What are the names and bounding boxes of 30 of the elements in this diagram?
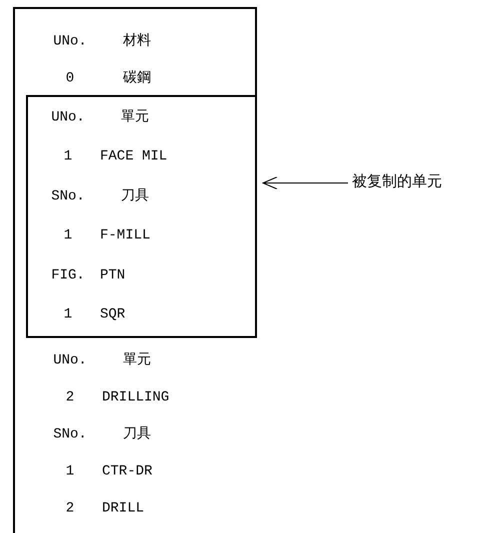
field-value: 單元 [121, 108, 149, 128]
field-value: 碳鋼 [123, 69, 151, 88]
field-label: 1 [62, 226, 74, 246]
field-label: 1 [64, 462, 76, 481]
selection-box [26, 95, 257, 338]
field-value: 刀具 [123, 425, 151, 444]
field-label: SNo. [50, 187, 86, 206]
field-value: PTN [100, 266, 126, 286]
field-value: DRILL [102, 499, 144, 518]
field-label: 0 [64, 69, 76, 88]
field-label: UNo. [52, 32, 88, 51]
field-value: 刀具 [121, 187, 149, 206]
field-label: FIG. [50, 266, 86, 286]
field-label: 1 [62, 148, 74, 167]
field-value: CTR-DR [102, 462, 152, 481]
field-label: 1 [62, 306, 74, 325]
arrow [262, 176, 348, 190]
field-value: 單元 [123, 351, 151, 370]
screen-panel [13, 7, 257, 533]
callout-text: 被复制的单元 [352, 172, 442, 193]
field-value: F-MILL [100, 226, 150, 246]
field-label: UNo. [50, 108, 86, 128]
field-value: 材料 [123, 32, 151, 51]
field-value: FACE MIL [100, 148, 168, 167]
field-label: SNo. [52, 425, 88, 444]
field-value: DRILLING [102, 388, 170, 407]
field-value: SQR [100, 306, 126, 325]
field-label: 2 [64, 388, 76, 407]
field-label: 2 [64, 499, 76, 518]
field-label: UNo. [52, 351, 88, 370]
